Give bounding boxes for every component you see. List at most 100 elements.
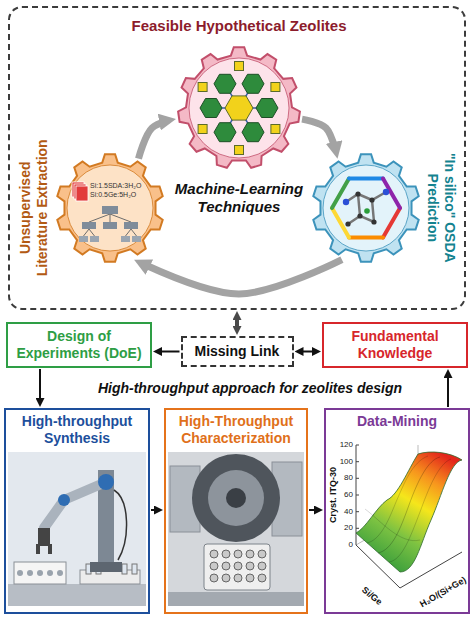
box-label: Fundamental Knowledge — [324, 324, 466, 366]
literature-icon — [72, 182, 84, 197]
connector — [153, 351, 180, 353]
zeolite-framework — [256, 99, 278, 118]
surface-plot — [389, 459, 451, 562]
osda-molecule — [383, 208, 400, 237]
robot-illustration — [48, 544, 52, 554]
literature-icon — [84, 229, 90, 236]
literature-icon — [110, 214, 111, 222]
robot-illustration — [38, 528, 50, 546]
panel-title: High-throughput Synthesis — [6, 410, 148, 450]
surface-plot — [365, 509, 420, 541]
zeolite-framework — [198, 125, 207, 134]
connector — [134, 260, 342, 294]
gear-hub — [323, 165, 409, 251]
diffractometer-illustration — [258, 550, 266, 558]
diffractometer-illustration — [246, 574, 254, 582]
diffractometer-illustration — [234, 574, 242, 582]
diffractometer-illustration — [222, 550, 230, 558]
gear-shape — [178, 47, 300, 168]
robot-illustration — [57, 570, 63, 576]
diffractometer-illustration — [168, 452, 304, 606]
diffractometer-illustration — [210, 574, 218, 582]
literature-icon — [126, 229, 132, 236]
gear-label: "In silico" OSDA Prediction — [424, 133, 458, 283]
surface-plot — [356, 461, 359, 462]
tick-label: 60 — [344, 490, 353, 499]
tick-label: 20 — [344, 524, 353, 533]
osda-molecule — [346, 192, 386, 224]
osda-molecule — [349, 235, 383, 239]
connector — [309, 509, 323, 511]
osda-molecule — [332, 208, 349, 237]
zeolite-framework — [242, 74, 264, 93]
robot-illustration — [8, 584, 146, 606]
literature-icon — [82, 222, 96, 229]
literature-icon — [89, 214, 110, 222]
robot-illustration — [14, 562, 66, 584]
diffractometer-illustration — [210, 550, 218, 558]
literature-icon — [110, 214, 131, 222]
osda-molecule — [371, 219, 376, 224]
gear-hub — [189, 58, 289, 158]
diffractometer-illustration — [234, 562, 242, 570]
literature-icon — [103, 222, 117, 229]
robot-illustration — [37, 570, 43, 576]
diffractometer-illustration — [168, 592, 304, 606]
gear: Feasible Hypothetical Zeolites — [177, 46, 301, 170]
osda-molecule — [349, 177, 383, 181]
osda-molecule — [357, 213, 362, 218]
robot-illustration — [47, 570, 53, 576]
osda-molecule — [345, 221, 350, 226]
surface-plot — [356, 511, 359, 512]
stage-panel: High-throughput Synthesis — [4, 408, 150, 614]
gear-outline — [311, 153, 421, 263]
zeolite-framework — [225, 96, 253, 120]
diffractometer-illustration — [192, 454, 280, 542]
literature-icon — [76, 186, 88, 201]
tick-label: 40 — [344, 507, 353, 516]
diffractometer-illustration — [258, 562, 266, 570]
zeolite-framework — [239, 84, 253, 108]
robot-illustration — [17, 570, 23, 576]
section-heading: High-throughput approach for zeolites de… — [98, 380, 402, 396]
diffractometer-illustration — [222, 574, 230, 582]
axis-title: Cryst. ITQ-30 — [328, 467, 338, 523]
osda-molecule — [383, 189, 389, 195]
connector — [447, 369, 449, 407]
zeolite-framework — [225, 108, 239, 132]
literature-icon — [72, 182, 141, 242]
tick-label: 80 — [344, 474, 353, 483]
zeolite-framework — [242, 123, 264, 142]
zeolite-framework — [239, 108, 253, 132]
gear: Unsupervised Literature Extraction — [55, 153, 165, 263]
osda-molecule — [369, 197, 374, 202]
surface-plot — [367, 456, 428, 543]
connector — [295, 351, 322, 353]
tick-label: 120 — [340, 440, 353, 449]
gear: "In silico" OSDA Prediction — [311, 153, 421, 263]
diffractometer-illustration — [226, 488, 246, 508]
robot-illustration — [8, 452, 146, 606]
surface-plot — [356, 445, 462, 588]
center-heading: Machine-Learning Techniques — [173, 180, 305, 216]
zeolite-framework — [214, 74, 236, 93]
surface-plot — [356, 478, 359, 479]
zeolite-framework — [271, 83, 280, 92]
diffractometer-illustration — [258, 574, 266, 582]
robot-illustration — [27, 570, 33, 576]
connector — [39, 369, 41, 407]
connector — [151, 509, 163, 511]
zeolite-framework — [214, 123, 236, 142]
robot-illustration — [132, 564, 137, 574]
diffractometer-illustration — [168, 452, 304, 606]
tick-label: 100 — [340, 457, 353, 466]
gear-shape — [57, 154, 162, 262]
osda-molecule — [332, 179, 400, 238]
diffractometer-illustration — [222, 562, 230, 570]
osda-molecule — [332, 179, 349, 208]
robot-illustration — [122, 564, 127, 574]
gear-outline — [55, 153, 165, 263]
literature-icon — [124, 222, 138, 229]
surface-plot — [356, 445, 359, 446]
diffractometer-illustration — [234, 550, 242, 558]
